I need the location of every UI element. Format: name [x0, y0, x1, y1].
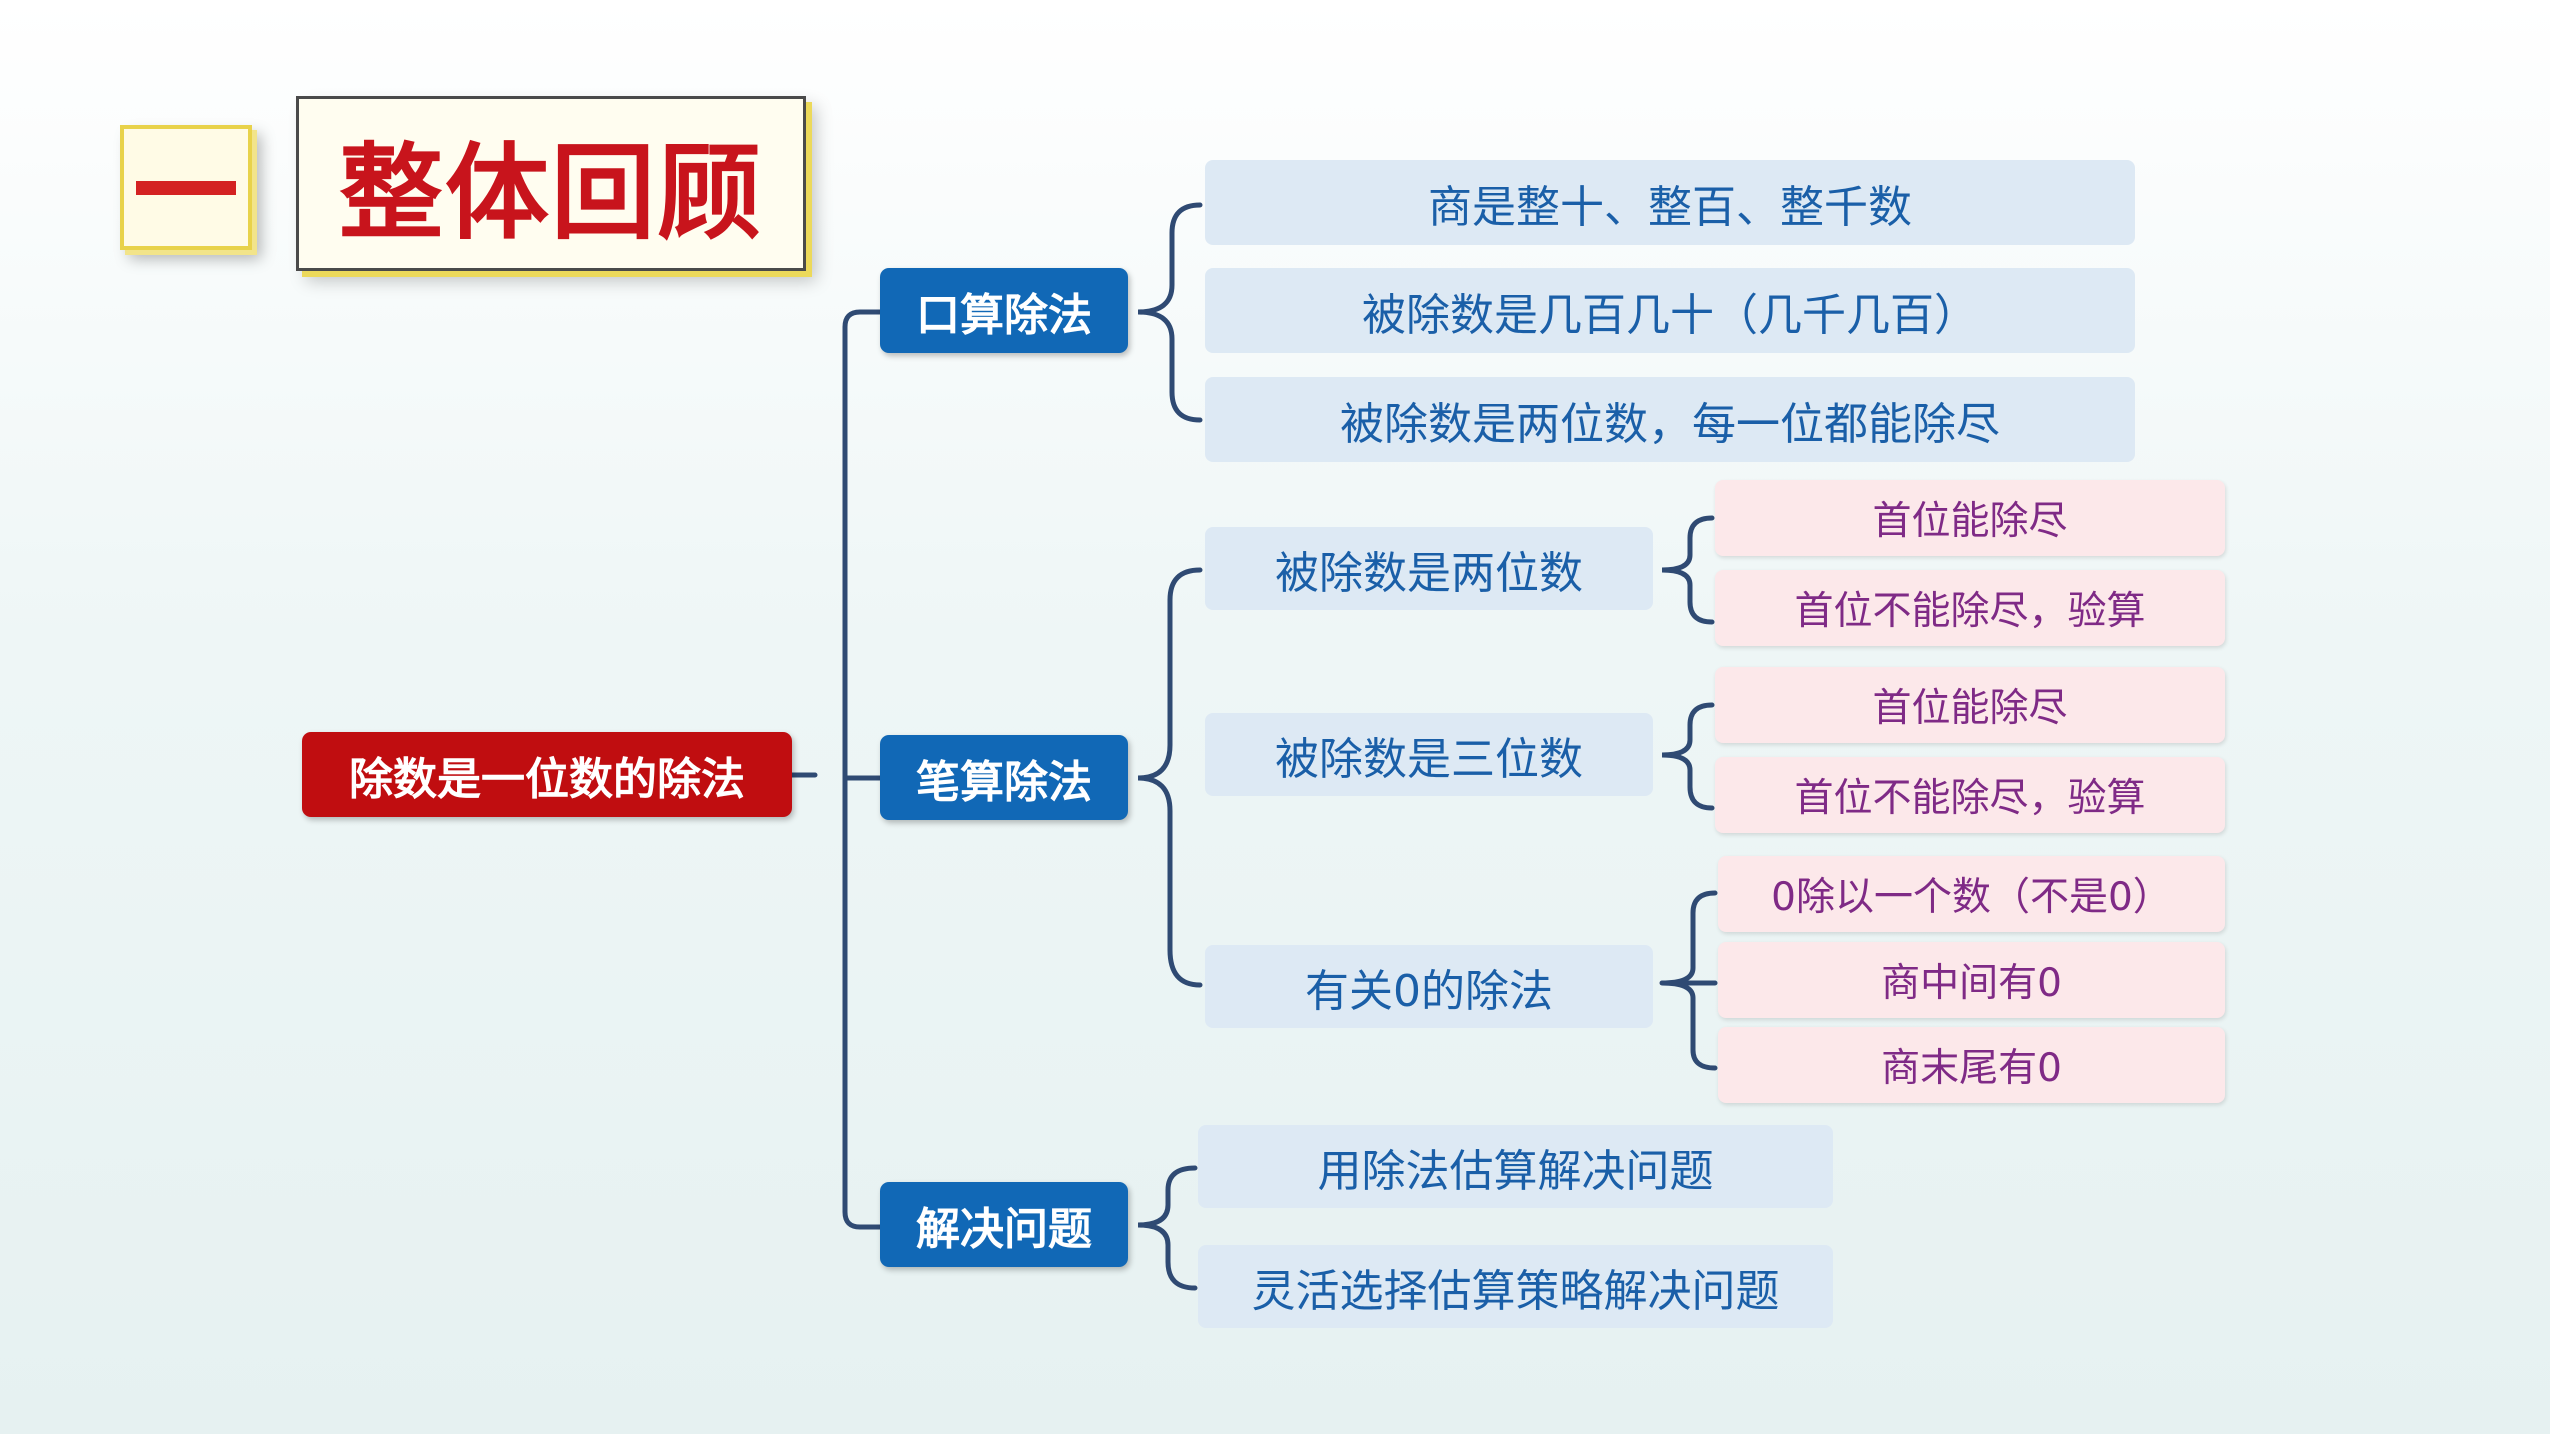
- item-zero-2: 商中间有0: [1718, 942, 2225, 1018]
- item-three-digit-1: 首位能除尽: [1715, 667, 2225, 743]
- page-title: 整体回顾: [338, 131, 763, 254]
- leaf-problem-1: 用除法估算解决问题: [1198, 1125, 1833, 1208]
- title-box: 整体回顾: [296, 96, 806, 271]
- item-zero-3: 商末尾有0: [1718, 1027, 2225, 1103]
- category-problem-solving: 解决问题: [880, 1182, 1128, 1267]
- section-number-badge: [120, 125, 252, 250]
- item-two-digit-1: 首位能除尽: [1715, 480, 2225, 556]
- item-two-digit-2: 首位不能除尽，验算: [1715, 570, 2225, 646]
- item-three-digit-2: 首位不能除尽，验算: [1715, 757, 2225, 833]
- category-written-division: 笔算除法: [880, 735, 1128, 820]
- leaf-oral-1: 商是整十、整百、整千数: [1205, 160, 2135, 245]
- category-oral-division: 口算除法: [880, 268, 1128, 353]
- item-zero-1: 0除以一个数（不是0）: [1718, 856, 2225, 932]
- section-number: [136, 180, 236, 195]
- leaf-problem-2: 灵活选择估算策略解决问题: [1198, 1245, 1833, 1328]
- leaf-oral-3: 被除数是两位数，每一位都能除尽: [1205, 377, 2135, 462]
- root-node: 除数是一位数的除法: [302, 732, 792, 817]
- subgroup-three-digit: 被除数是三位数: [1205, 713, 1653, 796]
- subgroup-zero-division: 有关0的除法: [1205, 945, 1653, 1028]
- subgroup-two-digit: 被除数是两位数: [1205, 527, 1653, 610]
- leaf-oral-2: 被除数是几百几十（几千几百）: [1205, 268, 2135, 353]
